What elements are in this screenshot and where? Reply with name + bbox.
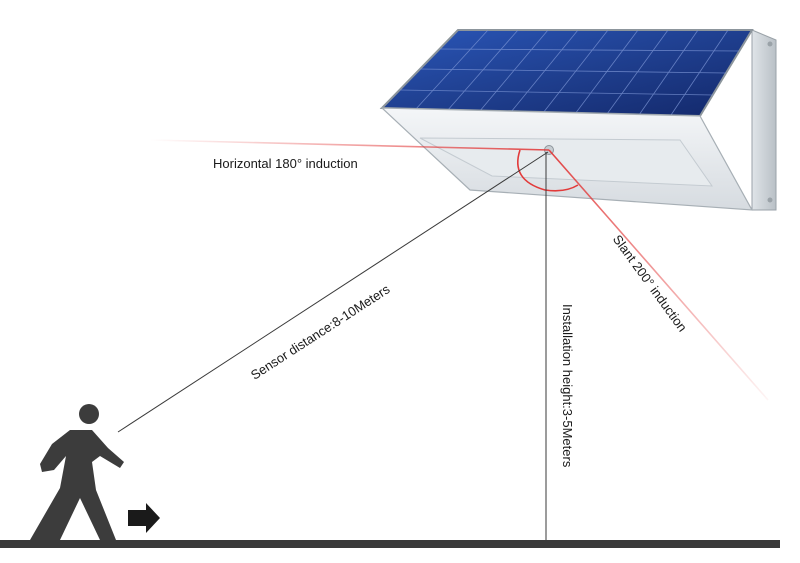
arrow-right-icon	[128, 503, 160, 533]
sensor-distance-line	[117, 151, 549, 433]
slant-beam	[548, 149, 769, 401]
horizontal-induction-label: Horizontal 180° induction	[213, 156, 358, 171]
induction-arc	[517, 149, 579, 192]
walking-person-icon	[30, 404, 124, 540]
installation-height-label: Installation height:3-5Meters	[560, 304, 575, 468]
ground-line	[0, 540, 780, 548]
horizontal-beam	[149, 139, 550, 151]
solar-light-icon	[379, 29, 777, 211]
